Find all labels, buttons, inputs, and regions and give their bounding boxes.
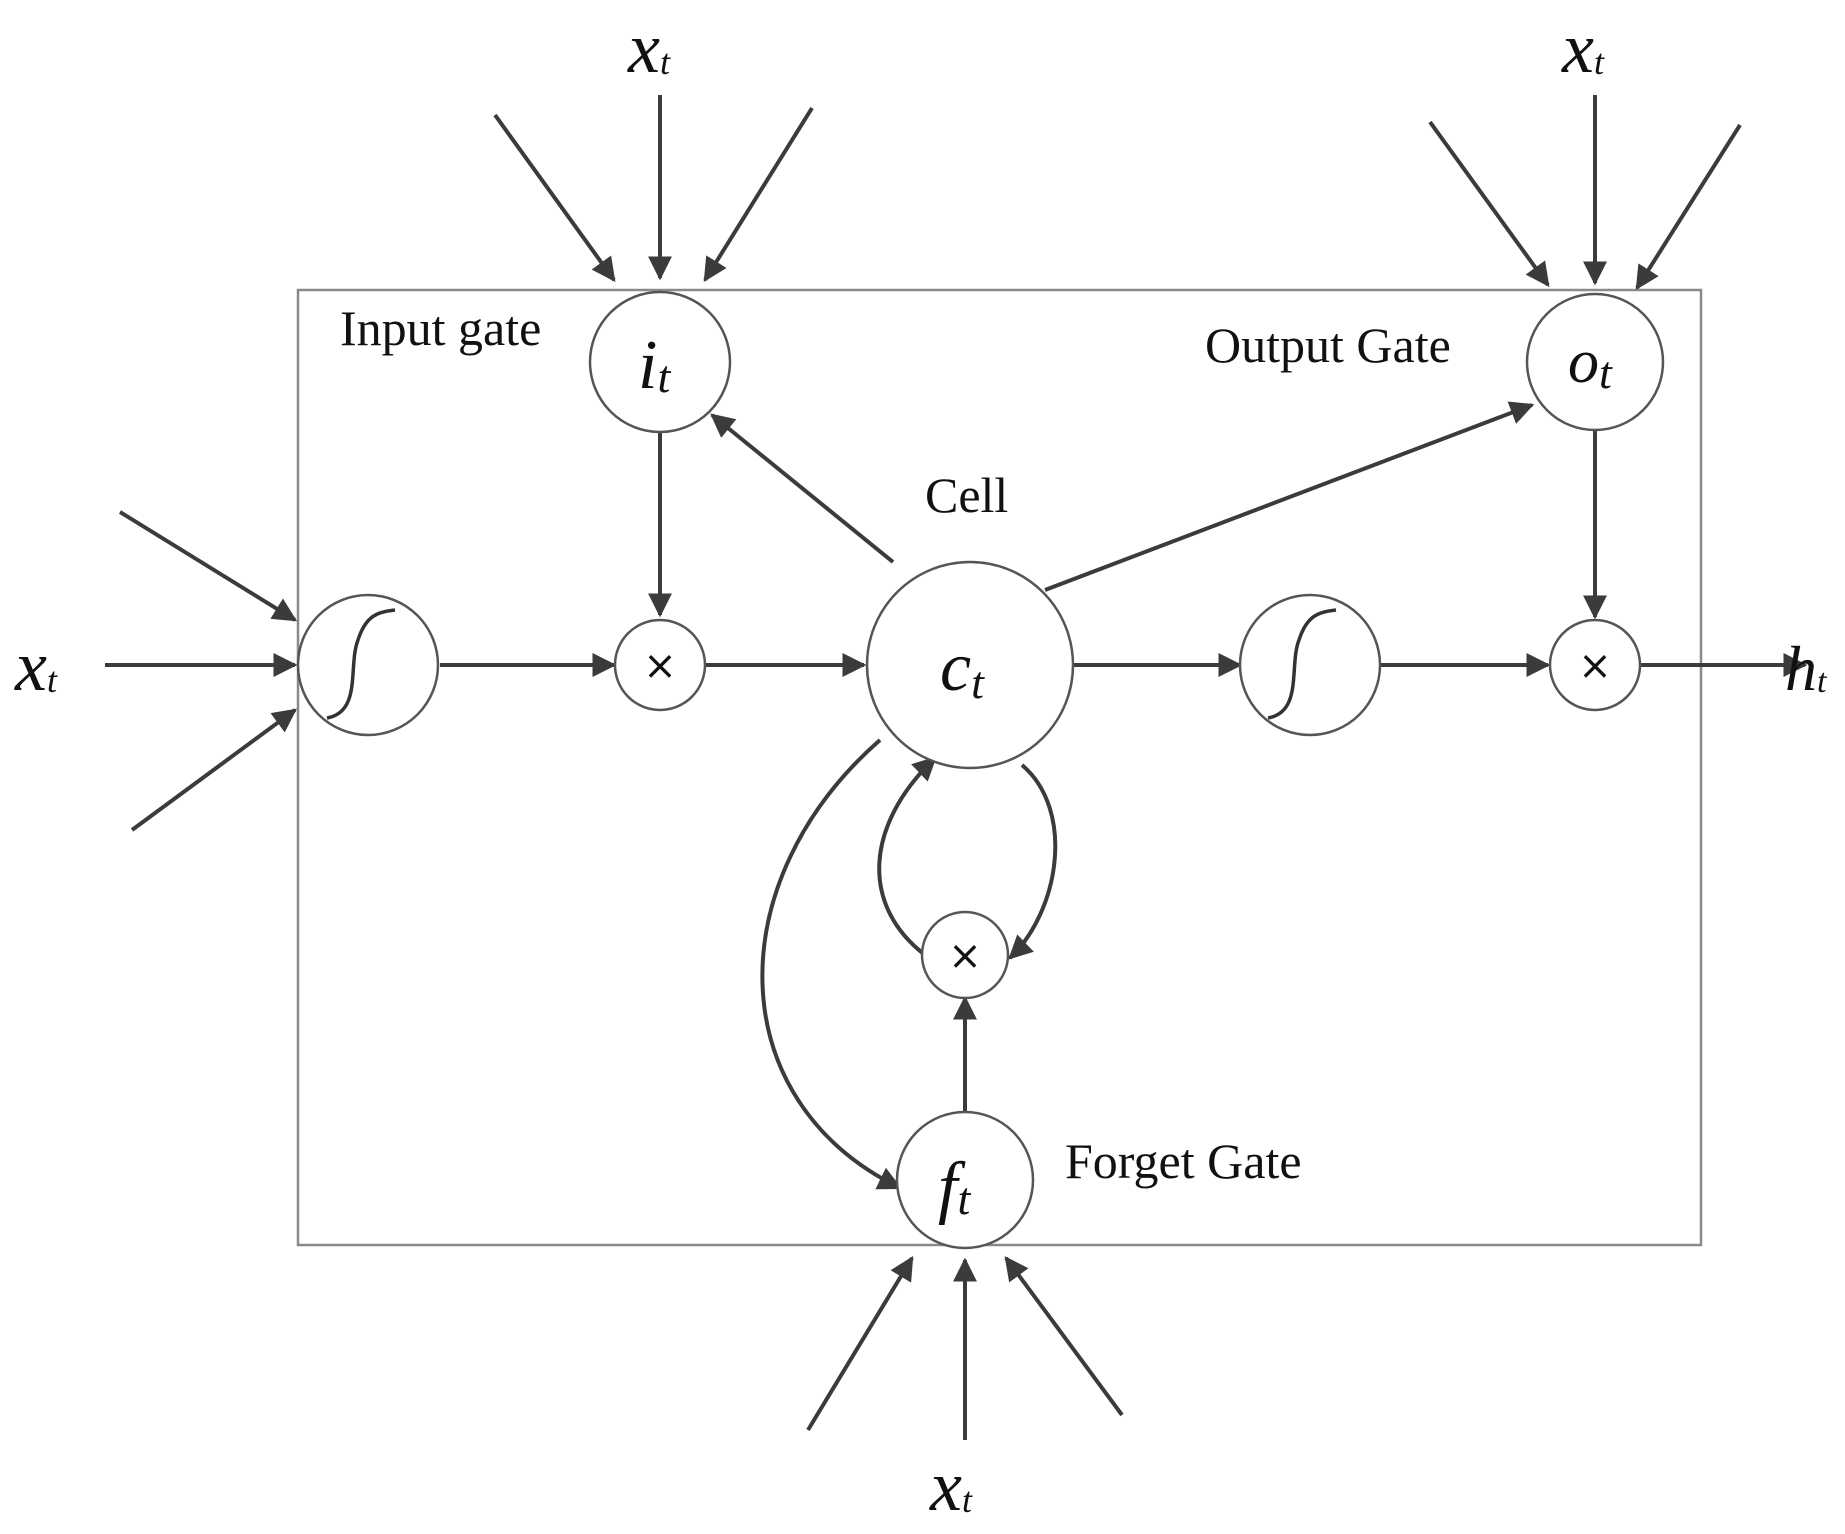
cell-label: Cell bbox=[925, 467, 1008, 523]
input-gate-in-arrow-right bbox=[703, 106, 814, 283]
input-gate-in-arrow-left bbox=[493, 113, 616, 282]
output-gate-label: Output Gate bbox=[1205, 317, 1451, 373]
output-multiply-node: × bbox=[1548, 618, 1642, 712]
output-tanh-node bbox=[1238, 593, 1382, 737]
forget-gate-node: ft bbox=[895, 1110, 1035, 1250]
forget-gate-label: Forget Gate bbox=[1065, 1133, 1302, 1189]
input-gate-sub: t bbox=[657, 351, 671, 402]
cell-to-mult-loop-curve bbox=[1008, 763, 1058, 960]
input-gate-node: it bbox=[588, 290, 732, 434]
svg-text:xt: xt bbox=[14, 626, 58, 706]
x-input-gate-var: x bbox=[627, 8, 660, 88]
x-forget-gate-sub: t bbox=[962, 1480, 973, 1520]
svg-text:ot: ot bbox=[1568, 328, 1613, 398]
cell-var: c bbox=[940, 629, 971, 706]
svg-text:ht: ht bbox=[1785, 633, 1828, 704]
cell-state-node: ct bbox=[865, 560, 1075, 770]
h-output-var: h bbox=[1785, 633, 1817, 704]
svg-text:it: it bbox=[638, 327, 671, 404]
forget-gate-in-arrow-left bbox=[806, 1255, 914, 1432]
x-output-gate-var: x bbox=[1561, 8, 1594, 88]
input-gate-label: Input gate bbox=[340, 300, 541, 356]
input-multiply-node: × bbox=[613, 618, 707, 712]
cell-to-output-gate-arrow bbox=[1044, 401, 1535, 592]
cell-to-forget-gate-curve bbox=[760, 738, 903, 1190]
forget-gate-sub: t bbox=[957, 1173, 971, 1224]
output-gate-var: o bbox=[1568, 328, 1599, 396]
sigmoid-curve-icon bbox=[326, 608, 396, 720]
multiply-symbol: × bbox=[948, 933, 982, 979]
cell-sub: t bbox=[971, 657, 985, 708]
output-gate-sub: t bbox=[1599, 347, 1613, 398]
multiply-symbol: × bbox=[643, 643, 677, 689]
tanh-curve-icon bbox=[1267, 608, 1337, 720]
forget-gate-in-arrow-right bbox=[1004, 1256, 1124, 1417]
svg-text:ct: ct bbox=[940, 629, 985, 708]
svg-text:xt: xt bbox=[627, 8, 671, 88]
svg-text:ft: ft bbox=[938, 1149, 971, 1226]
x-forget-gate-var: x bbox=[929, 1446, 962, 1526]
x-output-gate-sub: t bbox=[1594, 42, 1605, 82]
mult-to-cell-loop-curve bbox=[877, 756, 937, 957]
multiply-symbol: × bbox=[1578, 643, 1612, 689]
input-node-in-arrow-top bbox=[118, 510, 298, 622]
h-output-sub: t bbox=[1817, 663, 1828, 700]
x-input-node-var: x bbox=[14, 626, 47, 706]
output-gate-in-arrow-left bbox=[1428, 120, 1550, 287]
forget-multiply-node: × bbox=[920, 910, 1010, 1000]
output-gate-node: ot bbox=[1525, 292, 1665, 432]
input-sigmoid-node bbox=[296, 593, 440, 737]
x-input-node-sub: t bbox=[47, 660, 58, 700]
cell-frame bbox=[296, 288, 1703, 1247]
output-gate-in-arrow-right bbox=[1635, 123, 1742, 291]
svg-text:xt: xt bbox=[1561, 8, 1605, 88]
input-gate-var: i bbox=[638, 327, 657, 404]
x-input-gate-sub: t bbox=[660, 42, 671, 82]
input-node-in-arrow-bottom bbox=[130, 708, 297, 832]
cell-to-input-gate-arrow bbox=[710, 413, 895, 564]
svg-text:xt: xt bbox=[929, 1446, 973, 1526]
